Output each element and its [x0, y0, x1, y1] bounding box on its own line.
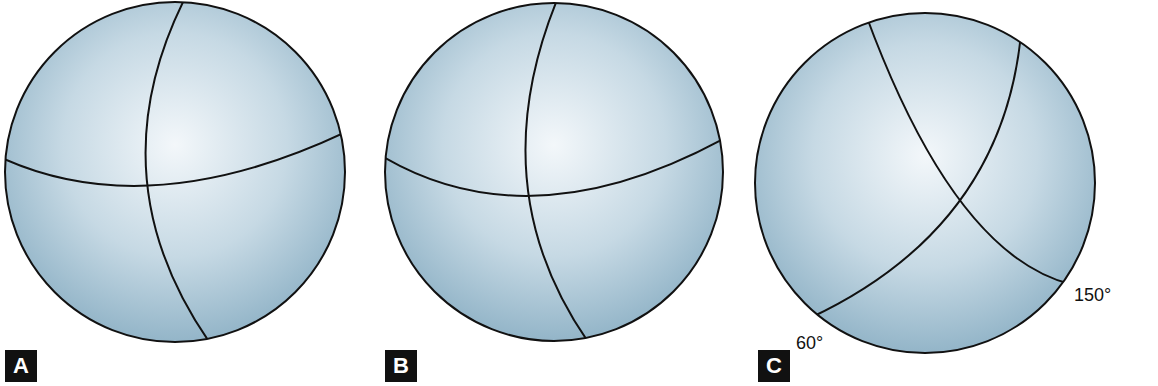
sphere-a — [2, 0, 348, 346]
panel-letter-text: B — [393, 355, 409, 377]
great-circle — [2, 131, 348, 186]
great-circle — [146, 0, 212, 346]
angle-label: 150° — [1074, 286, 1111, 306]
panel-letter: B — [385, 350, 417, 382]
great-circle — [810, 34, 1021, 318]
panel-letter: A — [5, 350, 37, 382]
panel-letter: C — [758, 350, 790, 382]
great-circle — [525, 0, 591, 346]
sphere-c — [755, 13, 1095, 353]
sphere-b — [380, 0, 727, 346]
great-circle — [380, 137, 727, 196]
great-circle — [866, 15, 1070, 284]
panel-letter-text: C — [766, 355, 782, 377]
panel-letter-text: A — [13, 355, 29, 377]
angle-label: 60° — [796, 334, 823, 354]
